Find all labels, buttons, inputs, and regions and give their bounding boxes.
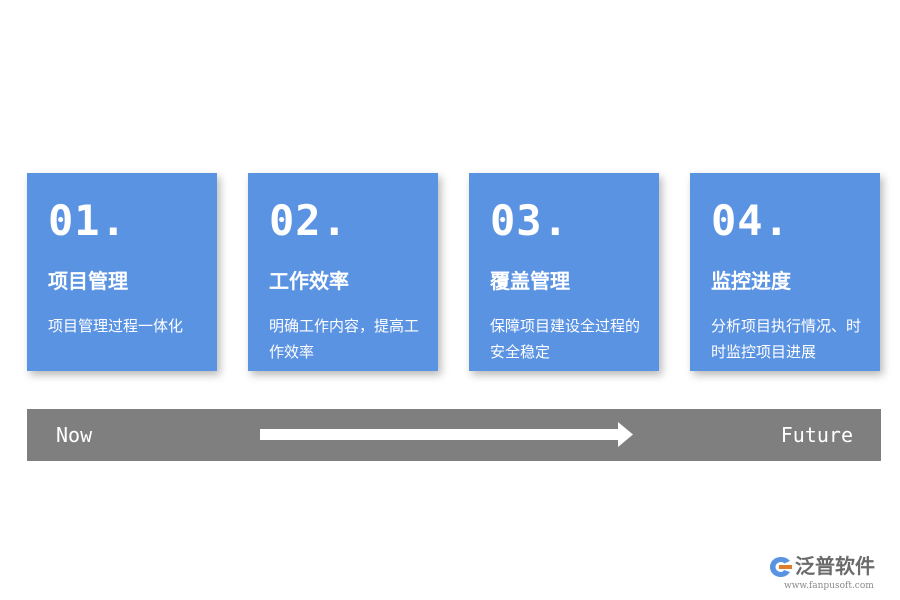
step-number: 03. bbox=[490, 196, 569, 245]
fanpu-logo-icon bbox=[770, 557, 792, 577]
timeline-end-label: Future bbox=[780, 423, 853, 447]
step-card-2: 02. 工作效率 明确工作内容，提高工作效率 bbox=[248, 173, 438, 371]
step-description: 分析项目执行情况、时时监控项目进展 bbox=[711, 317, 862, 361]
step-title: 监控进度 bbox=[711, 269, 791, 293]
step-number: 01. bbox=[48, 196, 127, 245]
step-title: 项目管理 bbox=[48, 269, 128, 293]
step-description: 项目管理过程一体化 bbox=[48, 317, 184, 335]
arrow-right-icon bbox=[260, 422, 633, 447]
brand-url: www.fanpusoft.com bbox=[784, 581, 874, 591]
step-number: 02. bbox=[269, 196, 348, 245]
step-title: 工作效率 bbox=[269, 269, 349, 293]
brand-name: 泛普软件 bbox=[795, 554, 875, 578]
step-title: 覆盖管理 bbox=[490, 269, 570, 293]
brand-logo: 泛普软件 www.fanpusoft.com bbox=[768, 553, 894, 599]
step-description: 明确工作内容，提高工作效率 bbox=[269, 317, 420, 361]
timeline-start-label: Now bbox=[56, 423, 93, 447]
step-card-3: 03. 覆盖管理 保障项目建设全过程的安全稳定 bbox=[469, 173, 659, 371]
step-number: 04. bbox=[711, 196, 790, 245]
step-description: 保障项目建设全过程的安全稳定 bbox=[490, 317, 641, 361]
timeline-bar: Now Future bbox=[27, 409, 881, 461]
step-card-4: 04. 监控进度 分析项目执行情况、时时监控项目进展 bbox=[690, 173, 880, 371]
step-card-1: 01. 项目管理 项目管理过程一体化 bbox=[27, 173, 217, 371]
